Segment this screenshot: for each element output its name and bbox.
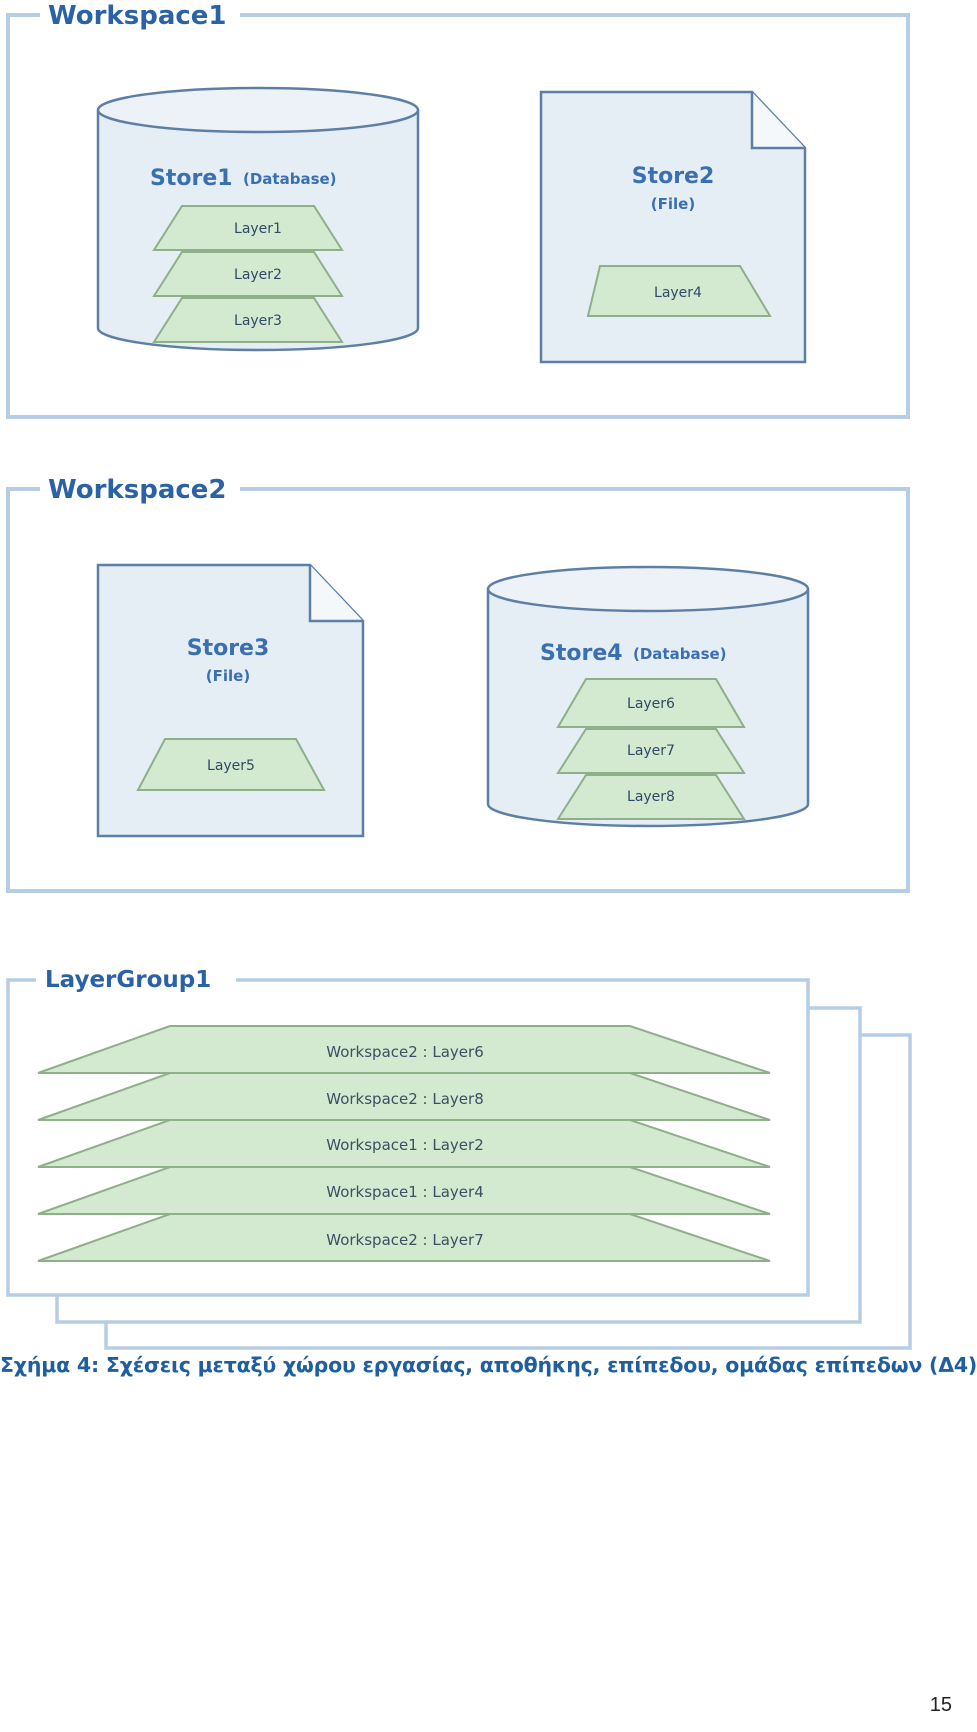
figure-caption: Σχήμα 4: Σχέσεις μεταξύ χώρου εργασίας, …: [0, 1353, 977, 1377]
layer-group-label: Workspace2 : Layer7: [326, 1231, 484, 1249]
store-1-title: Store1: [150, 166, 233, 191]
store-4-title: Store4: [540, 641, 623, 666]
layer-item: Layer8: [556, 774, 746, 820]
layer-label: Layer8: [627, 789, 675, 805]
workspace-2-frame: [6, 487, 910, 893]
layer-group-item: Workspace1 : Layer4: [37, 1166, 771, 1215]
layer-group: LayerGroup1 Workspace2 : Layer6 Workspac…: [6, 967, 912, 1350]
store-1-database: Store1 (Database) Layer1 Layer2 Layer3: [96, 86, 420, 352]
workspace-2-title: Workspace2: [48, 475, 227, 505]
workspace-1: Workspace1 Store1 (Database) Layer1 Laye…: [6, 1, 910, 419]
layer-label: Layer5: [207, 758, 255, 774]
layer-label: Layer3: [234, 313, 282, 329]
workspace-2: Workspace2 Store3 (File) Layer5 Store4 (…: [6, 475, 910, 893]
store-2-subtitle: (File): [651, 195, 695, 213]
store-3-file: Store3 (File) Layer5: [96, 563, 365, 838]
store-4-database: Store4 (Database) Layer6 Layer7 Layer8: [486, 565, 810, 828]
layer-item: Layer3: [152, 297, 344, 343]
layer-item: Layer7: [556, 728, 746, 774]
layer-group-label: Workspace2 : Layer6: [326, 1043, 484, 1061]
layer-group-label: Workspace2 : Layer8: [326, 1090, 484, 1108]
architecture-diagram: Workspace1 Store1 (Database) Layer1 Laye…: [6, 1, 912, 1350]
store-3-title: Store3: [187, 636, 270, 661]
layer-item: Layer6: [556, 678, 746, 728]
layer-label: Layer6: [627, 696, 675, 712]
layer-item: Layer1: [152, 205, 344, 251]
store-3-subtitle: (File): [206, 667, 250, 685]
page-number: 15: [929, 1694, 952, 1716]
layer-group-item: Workspace1 : Layer2: [37, 1119, 771, 1168]
store-2-title: Store2: [632, 164, 715, 189]
layer-item: Layer4: [586, 265, 772, 317]
layer-item: Layer5: [136, 738, 326, 791]
workspace-1-title: Workspace1: [48, 1, 227, 31]
layer-group-label: Workspace1 : Layer4: [326, 1183, 484, 1201]
workspace-1-frame: [6, 13, 910, 419]
layer-item: Layer2: [152, 251, 344, 297]
store-4-subtitle: (Database): [633, 645, 727, 663]
layer-group-item: Workspace2 : Layer6: [37, 1025, 771, 1074]
layer-label: Layer1: [234, 221, 282, 237]
layer-group-item: Workspace2 : Layer8: [37, 1072, 771, 1121]
layer-group-title: LayerGroup1: [45, 967, 211, 993]
layer-label: Layer7: [627, 743, 675, 759]
store-2-file: Store2 (File) Layer4: [539, 90, 807, 364]
layer-label: Layer4: [654, 285, 702, 301]
store-1-subtitle: (Database): [243, 170, 337, 188]
layer-group-item: Workspace2 : Layer7: [37, 1213, 771, 1262]
layer-group-label: Workspace1 : Layer2: [326, 1136, 484, 1154]
layer-label: Layer2: [234, 267, 282, 283]
